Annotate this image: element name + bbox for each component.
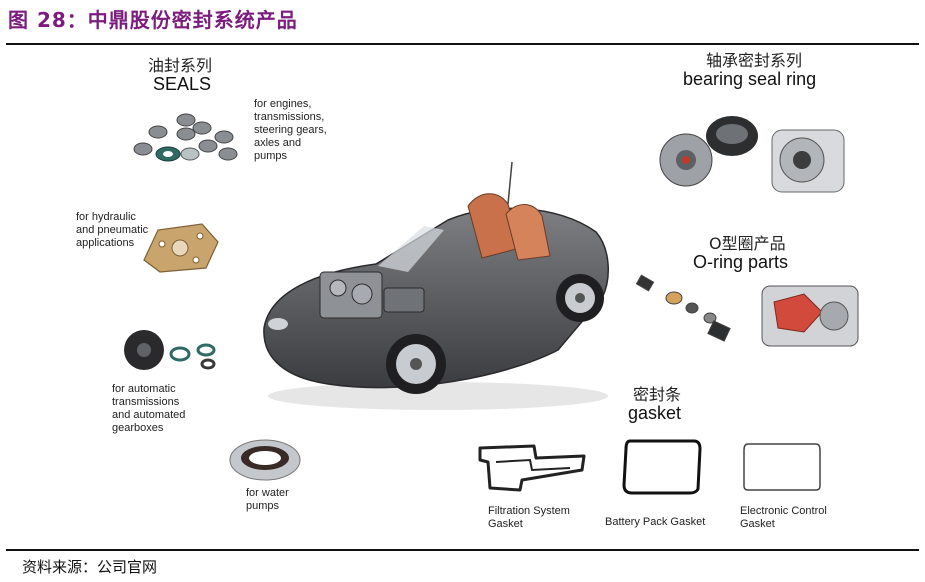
- gasket-label-battery: Battery Pack Gasket: [605, 516, 706, 528]
- seals-note-automatic: for automatic transmissions and automate…: [112, 383, 186, 434]
- car-cutaway-image: [263, 161, 609, 410]
- figure-source: 资料来源：公司官网: [22, 558, 158, 576]
- water-pump-seal-image: [229, 439, 301, 481]
- bearing-title-en: bearing seal ring: [683, 69, 817, 89]
- gasket-title-en: gasket: [628, 403, 682, 423]
- oring-parts-image: [635, 274, 859, 347]
- seals-title-cn: 油封系列: [148, 56, 213, 75]
- transmission-seals-image: [124, 330, 216, 370]
- gasket-label-electronic: Electronic Control Gasket: [740, 505, 827, 530]
- seals-note-engines: for engines, transmissions, steering gea…: [254, 98, 327, 162]
- hydraulic-plate-image: [143, 223, 219, 273]
- top-rule: [6, 43, 919, 45]
- oil-seals-image: [133, 113, 238, 162]
- electronic-control-gasket-image: [743, 443, 821, 491]
- bearing-title-cn: 轴承密封系列: [706, 51, 803, 70]
- bearing-seal-image: [659, 116, 845, 193]
- figure-title: 图 28：中鼎股份密封系统产品: [8, 8, 298, 32]
- seals-note-hydraulic: for hydraulic and pneumatic applications: [76, 211, 149, 249]
- gasket-label-filtration: Filtration System Gasket: [488, 505, 570, 530]
- filtration-gasket-image: [478, 444, 586, 492]
- oring-title-en: O-ring parts: [693, 252, 789, 272]
- seals-note-water: for water pumps: [246, 487, 289, 512]
- gasket-title-cn: 密封条: [633, 385, 682, 404]
- battery-pack-gasket-image: [622, 439, 702, 495]
- bottom-rule: [6, 549, 919, 551]
- seals-title-en: SEALS: [153, 74, 212, 94]
- oring-title-cn: O型圈产品: [709, 234, 786, 253]
